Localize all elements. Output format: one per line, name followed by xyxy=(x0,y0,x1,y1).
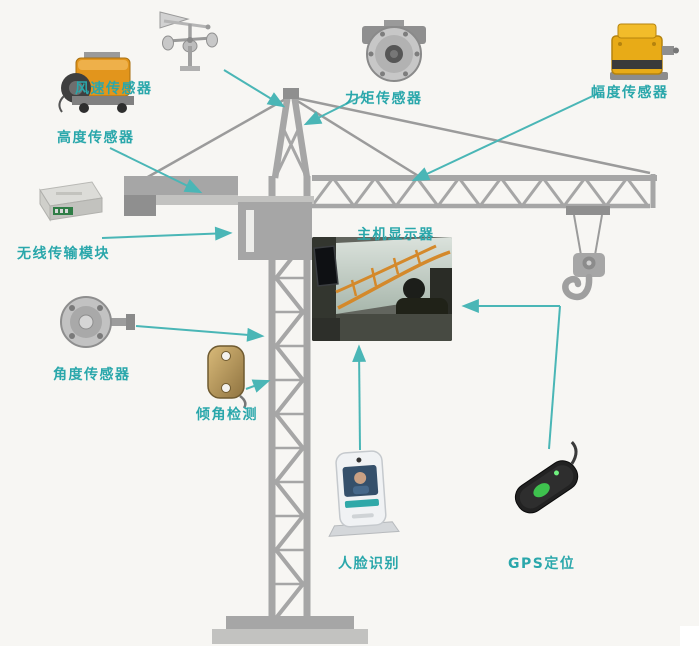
crane-apex xyxy=(271,88,311,179)
amplitude-sensor-icon xyxy=(610,23,679,80)
label-tilt-detection: 倾角检测 xyxy=(196,407,258,423)
label-torque-sensor: 力矩传感器 xyxy=(345,91,423,107)
anemometer-icon xyxy=(159,11,218,71)
label-height-sensor: 高度传感器 xyxy=(57,130,135,146)
height-sensor-icon xyxy=(58,52,134,113)
arrow-angle-to-mast xyxy=(135,325,265,342)
crane-cab xyxy=(236,196,314,260)
face-recognition-terminal-icon xyxy=(328,450,400,537)
gps-tracker-icon xyxy=(514,441,579,514)
watermark-area xyxy=(680,626,699,646)
arrow-tilt-to-mast xyxy=(245,379,271,393)
arrow-wireless-to-mast xyxy=(101,226,233,241)
crane-tie-cables xyxy=(145,95,651,180)
arrow-gps-riser xyxy=(548,305,561,450)
tower-crane-illustration xyxy=(124,88,657,644)
connector-arrows xyxy=(101,69,598,451)
arrow-amplitude-to-jib xyxy=(411,93,598,182)
label-face-recognition: 人脸识别 xyxy=(338,556,400,572)
arrow-face-to-cab xyxy=(352,344,367,451)
arrow-wind-speed-to-apex xyxy=(223,69,286,108)
crane-jib xyxy=(310,174,657,209)
label-amplitude-sensor: 幅度传感器 xyxy=(591,85,669,101)
torque-sensor-icon xyxy=(362,20,426,82)
crane-counter-jib xyxy=(124,176,238,216)
cab-display-photo xyxy=(312,237,452,341)
crane-hook-assembly xyxy=(562,206,610,301)
wireless-module-icon xyxy=(39,181,103,222)
label-main-display: 主机显示器 xyxy=(357,227,435,243)
arrow-torque-to-apex xyxy=(303,95,363,126)
arrow-height-to-counter-jib xyxy=(109,147,203,194)
angle-sensor-icon xyxy=(60,296,135,348)
label-gps-positioning: GPS定位 xyxy=(508,556,576,572)
label-angle-sensor: 角度传感器 xyxy=(53,367,131,383)
label-wind-speed-sensor: 风速传感器 xyxy=(75,81,153,97)
tilt-sensor-icon xyxy=(207,345,247,409)
crane-base xyxy=(212,616,368,644)
label-wireless-module: 无线传输模块 xyxy=(17,246,110,262)
